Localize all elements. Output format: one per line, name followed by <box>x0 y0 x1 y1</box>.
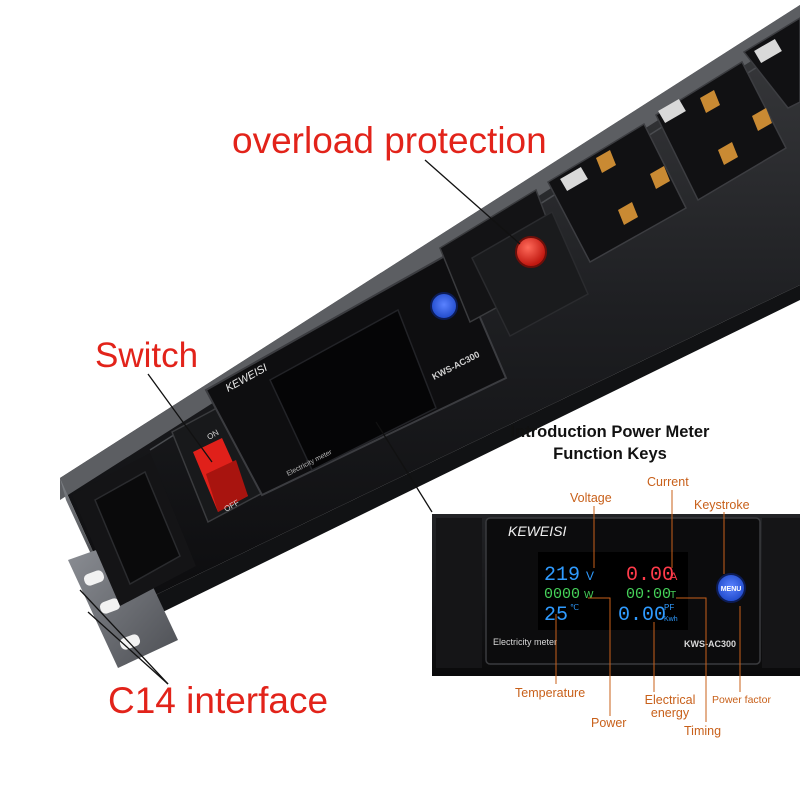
power-factor-label: Power factor <box>712 694 771 706</box>
temperature-label: Temperature <box>515 686 586 700</box>
inset-brand-label: KEWEISI <box>508 523 566 539</box>
current-reading: 0.00 <box>626 564 674 587</box>
inset-menu-button[interactable] <box>716 573 746 603</box>
socket-1 <box>547 122 687 264</box>
power-label: Power <box>591 716 627 730</box>
inset-title-line-2: Function Keys <box>553 445 667 463</box>
c14-inlet <box>72 453 196 606</box>
electrical-energy-label: Electrical energy <box>644 693 696 721</box>
current-unit: A <box>670 571 678 583</box>
socket-3 <box>742 17 800 109</box>
timing-reading: 00:00 <box>626 586 671 603</box>
socket-2 <box>655 60 787 202</box>
inset-meter-caption: Electricity meter <box>493 637 557 647</box>
meter-closeup-inset: KEWEISI Electricity meter KWS-AC300 MENU… <box>432 514 800 676</box>
c14-interface-callout: C14 interface <box>108 680 329 721</box>
current-label: Current <box>647 475 689 489</box>
power-unit: W <box>584 590 594 601</box>
inset-leader-lines <box>555 490 741 722</box>
overload-reset-button[interactable] <box>515 236 547 268</box>
inset-model-label: KWS-AC300 <box>684 639 736 649</box>
callout-lines <box>79 159 521 685</box>
energy-reading: 0.00 <box>618 604 666 627</box>
menu-button[interactable] <box>430 292 458 320</box>
energy-unit: Kwh <box>664 616 678 623</box>
voltage-label: Voltage <box>570 491 612 505</box>
inset-title-line-1: Introduction Power Meter <box>510 423 710 441</box>
voltage-reading: 219 <box>544 564 580 587</box>
overload-protection-callout: overload protection <box>232 120 547 161</box>
menu-label: MENU <box>721 586 742 593</box>
power-reading: 0000 <box>544 586 580 603</box>
timing-label: Timing <box>684 724 722 738</box>
keystroke-label: Keystroke <box>694 498 750 512</box>
timing-unit: T <box>670 590 676 601</box>
overload-protector <box>439 188 589 338</box>
switch-callout: Switch <box>95 336 199 375</box>
pf-unit: PF <box>664 603 674 612</box>
voltage-unit: V <box>586 569 594 583</box>
temperature-unit: ℃ <box>570 603 579 612</box>
